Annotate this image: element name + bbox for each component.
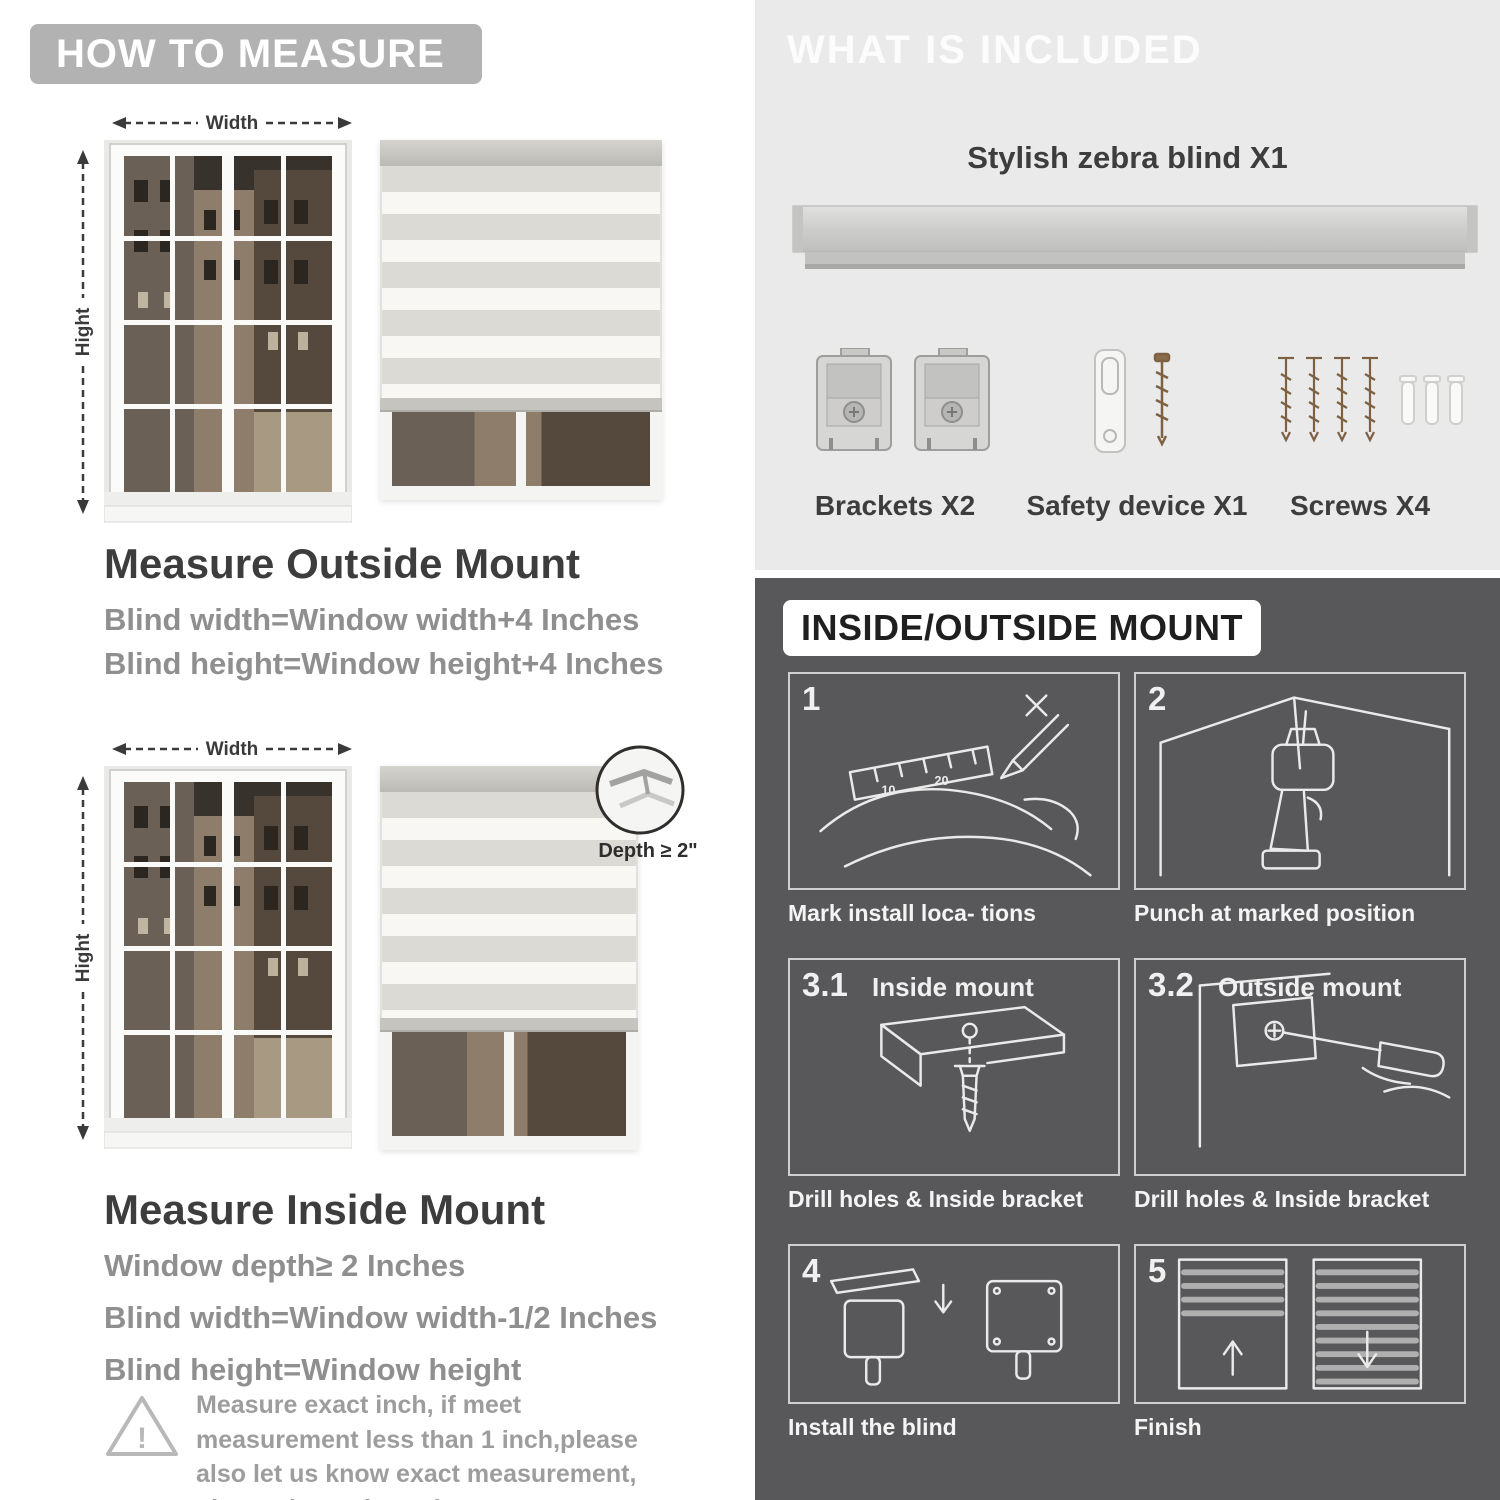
outside-formula-1: Blind width=Window width+4 Inches xyxy=(104,602,640,637)
svg-text:10: 10 xyxy=(881,783,895,798)
step-caption: Drill holes & Inside bracket xyxy=(1134,1186,1430,1212)
window-behind-blind xyxy=(380,1032,638,1150)
mount-step-panel-1: 1 10 20 xyxy=(788,672,1120,890)
width-label: Width xyxy=(206,113,259,134)
window-illustration-outside xyxy=(104,140,352,523)
inside-formula-2: Blind width=Window width-1/2 Inches xyxy=(104,1300,658,1335)
mount-step-panel-3-1: 3.1 Inside mount xyxy=(788,958,1120,1176)
safety-device-image xyxy=(1094,349,1171,453)
inside-bracket-art xyxy=(880,1005,1066,1133)
height-label: Hight xyxy=(73,933,94,982)
mount-header: INSIDE/OUTSIDE MOUNT xyxy=(783,600,1262,656)
width-label: Width xyxy=(206,739,259,760)
svg-text:!: ! xyxy=(137,1422,147,1455)
mount-step-panel-5: 5 xyxy=(1134,1244,1466,1404)
install-blind-art xyxy=(829,1268,1063,1386)
step-caption: Mark install loca- tions xyxy=(788,900,1036,926)
window-behind-blind xyxy=(380,412,662,500)
step-number: 3.2 xyxy=(1148,966,1194,1003)
outside-bracket-art xyxy=(1198,972,1451,1148)
blind-headrail xyxy=(380,140,662,166)
blind-stripes xyxy=(380,792,638,1018)
finish-art xyxy=(1177,1258,1423,1390)
svg-text:20: 20 xyxy=(934,773,948,788)
what-is-included-section: WHAT IS INCLUDED Stylish zebra blind X1 xyxy=(755,0,1500,570)
step-caption: Finish xyxy=(1134,1414,1202,1440)
height-label: Hight xyxy=(73,307,94,356)
step-caption: Install the blind xyxy=(788,1414,957,1440)
step-number: 3.1 xyxy=(802,966,848,1003)
step-caption: Punch at marked position xyxy=(1134,900,1416,926)
step-title: Inside mount xyxy=(872,972,1034,1002)
inside-formula-1: Window depth≥ 2 Inches xyxy=(104,1248,466,1283)
magnifier-icon xyxy=(595,745,685,835)
step-number: 1 xyxy=(802,680,821,717)
safety-device-label: Safety device X1 xyxy=(1026,490,1248,521)
blind-stripes xyxy=(380,166,662,398)
how-to-measure-header: HOW TO MEASURE xyxy=(30,24,482,84)
mark-locations-art: 10 20 xyxy=(819,694,1092,877)
zebra-blind-illustration-outside xyxy=(380,140,662,500)
step-caption: Drill holes & Inside bracket xyxy=(788,1186,1084,1212)
blind-bottomrail xyxy=(380,398,662,412)
depth-label: Depth ≥ 2" xyxy=(598,840,698,862)
mount-instructions-section: INSIDE/OUTSIDE MOUNT 1 10 20 xyxy=(755,578,1500,1500)
screws-image xyxy=(1278,356,1465,443)
height-arrow: Hight xyxy=(73,150,94,514)
step-number: 2 xyxy=(1148,680,1167,717)
width-arrow: Width xyxy=(112,113,352,134)
step-number: 5 xyxy=(1148,1252,1167,1289)
step-title: Outside mount xyxy=(1218,972,1402,1002)
blind-bottomrail xyxy=(380,1018,638,1032)
outside-formula-2: Blind height=Window height+4 Inches xyxy=(104,646,664,681)
screws-label: Screws X4 xyxy=(1289,490,1431,521)
outside-mount-heading: Measure Outside Mount xyxy=(104,540,581,587)
brackets-image xyxy=(816,348,990,451)
blind-product-label: Stylish zebra blind X1 xyxy=(967,140,1288,175)
mount-step-panel-4: 4 xyxy=(788,1244,1120,1404)
headrail-image xyxy=(792,205,1478,269)
warning-icon: ! xyxy=(106,1396,178,1456)
zebra-blind-illustration-inside xyxy=(380,766,638,1150)
inside-mount-heading: Measure Inside Mount xyxy=(104,1186,546,1233)
window-illustration-inside xyxy=(104,766,352,1149)
mount-step-panel-3-2: 3.2 Outside mount xyxy=(1134,958,1466,1176)
what-is-included-header: WHAT IS INCLUDED xyxy=(787,28,1203,72)
brackets-label: Brackets X2 xyxy=(814,490,976,521)
punch-drill-art xyxy=(1159,696,1451,877)
step-number: 4 xyxy=(802,1252,821,1289)
inside-formula-3: Blind height=Window height xyxy=(104,1352,522,1387)
mount-step-panel-2: 2 xyxy=(1134,672,1466,890)
height-arrow: Hight xyxy=(73,776,94,1140)
measurement-note: Measure exact inch, if meet measurement … xyxy=(196,1391,638,1500)
width-arrow: Width xyxy=(112,739,352,760)
how-to-measure-section: HOW TO MEASURE Width Hight xyxy=(0,0,740,1500)
blind-headrail xyxy=(380,766,638,792)
